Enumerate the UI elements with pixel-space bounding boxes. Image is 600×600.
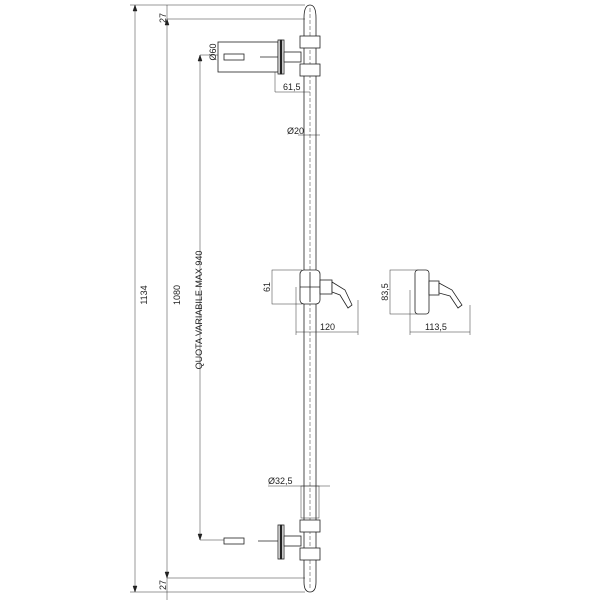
label-bar-length: 1080 (172, 285, 182, 305)
label-bar-diameter: Ø20 (287, 126, 304, 136)
slider-side-view (389, 269, 471, 335)
label-slider-projection: 120 (320, 322, 335, 332)
slider-front-view (271, 269, 359, 335)
label-variable-quota: QUOTA VARIABILE MAX 940 (194, 251, 204, 370)
label-overall-height: 1134 (139, 285, 149, 304)
label-side-height: 83,5 (380, 283, 390, 301)
label-top-offset: 27 (158, 13, 168, 23)
dimension-overall-height (130, 4, 305, 593)
label-bottom-offset: 27 (158, 580, 168, 590)
label-collar-diameter: Ø32,5 (268, 476, 293, 486)
lower-collar (300, 485, 320, 519)
label-slider-height: 61 (262, 282, 272, 292)
dimension-bar-length (164, 5, 305, 600)
label-side-projection: 113,5 (425, 322, 447, 332)
upper-wall-bracket (217, 35, 321, 93)
label-bracket-diameter: Ø60 (208, 43, 218, 60)
lower-wall-bracket (223, 519, 321, 561)
label-bracket-projection: 61,5 (283, 82, 301, 92)
